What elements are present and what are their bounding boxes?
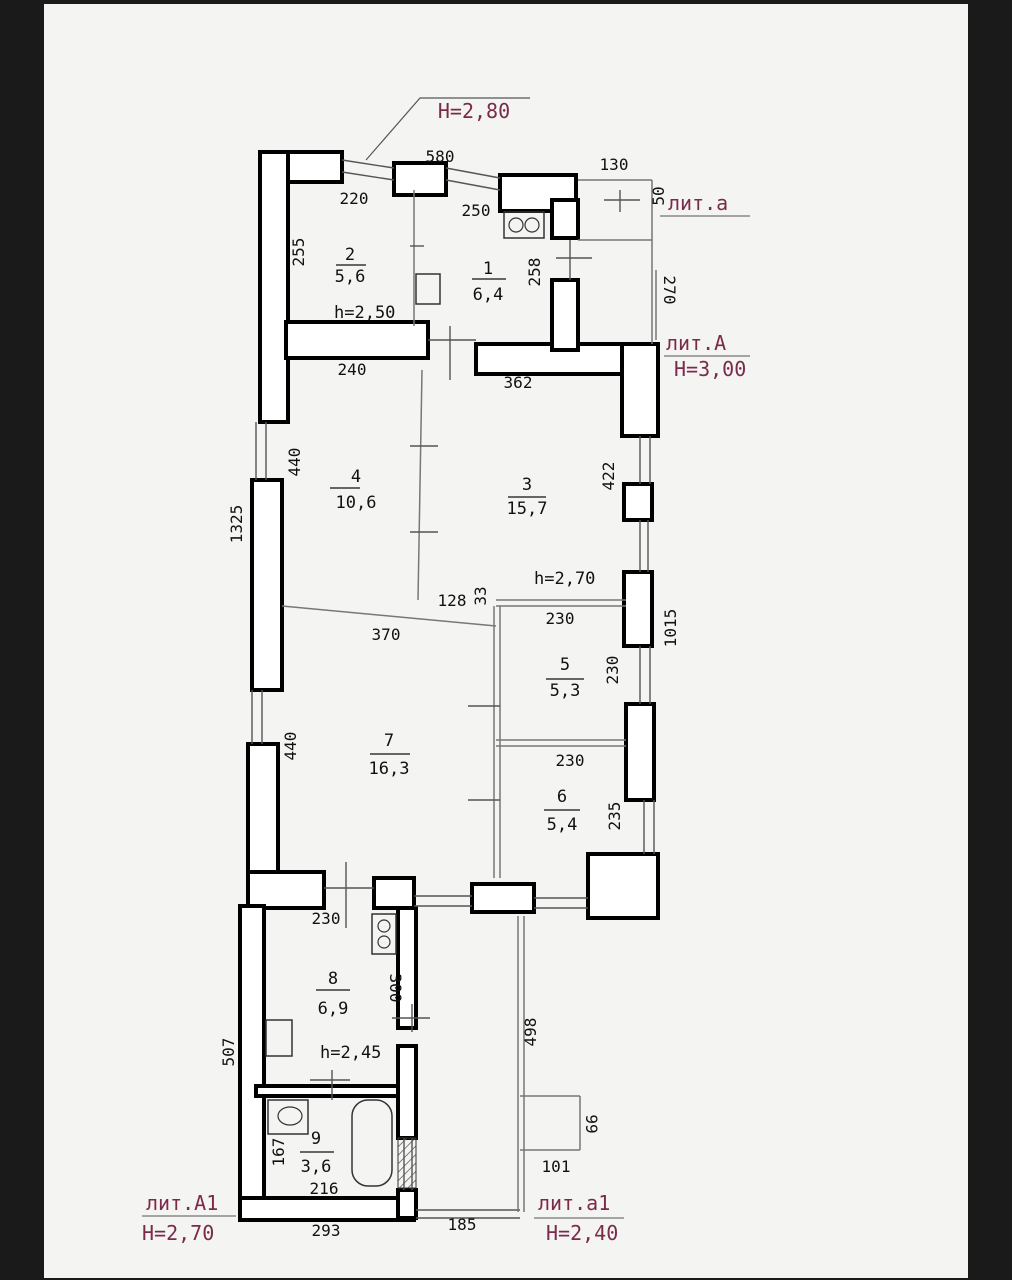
wall-right-5 xyxy=(586,852,660,920)
dim-250: 250 xyxy=(462,201,491,220)
walls xyxy=(238,150,660,1222)
wall-right-1 xyxy=(620,342,660,438)
window-lines xyxy=(251,159,655,1219)
toilet-icon xyxy=(267,1099,309,1135)
room-1-area: 6,4 xyxy=(473,285,504,305)
room-9-area: 3,6 xyxy=(301,1157,332,1177)
dim-220: 220 xyxy=(340,189,369,208)
ceiling-h1: h=2,50 xyxy=(334,303,395,323)
wall-right-4 xyxy=(624,702,656,802)
room-4-area: 10,6 xyxy=(336,493,377,513)
dim-300: 300 xyxy=(386,974,405,1003)
leader-line xyxy=(365,97,530,161)
room-5-no: 5 xyxy=(560,655,570,675)
dim-507: 507 xyxy=(219,1038,238,1067)
wall-right-2 xyxy=(622,482,654,522)
dim-293: 293 xyxy=(312,1221,341,1240)
sink-icon-2 xyxy=(265,1019,293,1057)
wall-a1-right-3 xyxy=(396,1188,418,1220)
stove-icon-2 xyxy=(371,913,397,955)
room-3-area: 15,7 xyxy=(507,499,548,519)
dim-230-c: 230 xyxy=(556,751,585,770)
wall-bathroom xyxy=(254,1084,400,1098)
dim-370: 370 xyxy=(372,625,401,644)
room-7-no: 7 xyxy=(384,731,394,751)
dim-128: 128 xyxy=(438,591,467,610)
dim-235: 235 xyxy=(605,802,624,831)
room-8-area: 6,9 xyxy=(318,999,349,1019)
wall-left-mid xyxy=(250,478,284,692)
dim-422: 422 xyxy=(599,462,618,491)
door-ticks xyxy=(310,190,640,1100)
room-5-area: 5,3 xyxy=(550,681,581,701)
label-H-A1: H=2,70 xyxy=(142,1221,214,1245)
room-7-area: 16,3 xyxy=(369,759,410,779)
hatch-block xyxy=(397,1137,417,1189)
dim-99: 99 xyxy=(582,1114,601,1133)
label-lit-a1: лит.а1 xyxy=(538,1191,610,1215)
wall-r2-bottom xyxy=(284,320,430,360)
room-2-area: 5,6 xyxy=(335,267,366,287)
wall-right-3 xyxy=(622,570,654,648)
wall-a1-right-2 xyxy=(396,1044,418,1140)
dim-216: 216 xyxy=(310,1179,339,1198)
fixtures xyxy=(265,211,545,1189)
room-2-no: 2 xyxy=(345,245,355,265)
ceiling-h2: h=2,70 xyxy=(534,569,595,589)
dim-1325: 1325 xyxy=(227,505,246,544)
dim-33: 33 xyxy=(471,586,490,605)
label-lit-a: лит.а xyxy=(668,191,728,215)
dim-50: 50 xyxy=(649,186,668,205)
dim-1015: 1015 xyxy=(661,609,680,648)
wall-a1-right-1 xyxy=(396,906,418,1030)
room-6-area: 5,4 xyxy=(547,815,578,835)
stove-icon xyxy=(503,211,545,239)
height-main: H=2,80 xyxy=(438,99,510,123)
room-1-no: 1 xyxy=(483,259,493,279)
dim-362: 362 xyxy=(504,373,533,392)
dim-498: 498 xyxy=(521,1018,540,1047)
dim-230-a: 230 xyxy=(546,609,575,628)
dim-580: 580 xyxy=(426,147,455,166)
dim-270: 270 xyxy=(660,276,679,305)
label-lit-A1: лит.А1 xyxy=(146,1191,218,1215)
label-H-A: H=3,00 xyxy=(674,357,746,381)
dim-185: 185 xyxy=(448,1215,477,1234)
wall-r1-right-bottom xyxy=(550,278,580,352)
room-4-no: 4 xyxy=(351,467,361,487)
wall-a1-left xyxy=(238,904,266,1220)
wall-left-upper xyxy=(258,150,290,424)
wall-left-lower xyxy=(246,742,280,876)
label-H-a1: H=2,40 xyxy=(546,1221,618,1245)
dim-440-a: 440 xyxy=(285,448,304,477)
dim-230-d: 230 xyxy=(312,909,341,928)
partitions xyxy=(281,179,657,1212)
bathtub-icon xyxy=(351,1099,393,1187)
dim-440-b: 440 xyxy=(281,732,300,761)
wall-top-mid xyxy=(392,161,448,197)
dim-230-b: 230 xyxy=(603,656,622,685)
room-3-no: 3 xyxy=(522,475,532,495)
room-fraction-lines xyxy=(300,264,584,1153)
wall-bottom-1 xyxy=(246,870,326,910)
paper-sheet xyxy=(44,4,968,1278)
dim-255: 255 xyxy=(289,238,308,267)
room-8-no: 8 xyxy=(328,969,338,989)
wall-r1-right-top xyxy=(550,198,580,240)
sink-icon xyxy=(415,273,441,305)
room-6-no: 6 xyxy=(557,787,567,807)
wall-bottom-3 xyxy=(470,882,536,914)
wall-a1-bottom xyxy=(238,1196,416,1222)
dim-130: 130 xyxy=(600,155,629,174)
ceiling-h3: h=2,45 xyxy=(320,1043,381,1063)
label-lit-A: лит.А xyxy=(666,331,726,355)
dim-167: 167 xyxy=(269,1138,288,1167)
dim-101: 101 xyxy=(542,1157,571,1176)
wall-bottom-2 xyxy=(372,876,416,910)
dim-258: 258 xyxy=(525,258,544,287)
dim-240: 240 xyxy=(338,360,367,379)
room-9-no: 9 xyxy=(311,1129,321,1149)
